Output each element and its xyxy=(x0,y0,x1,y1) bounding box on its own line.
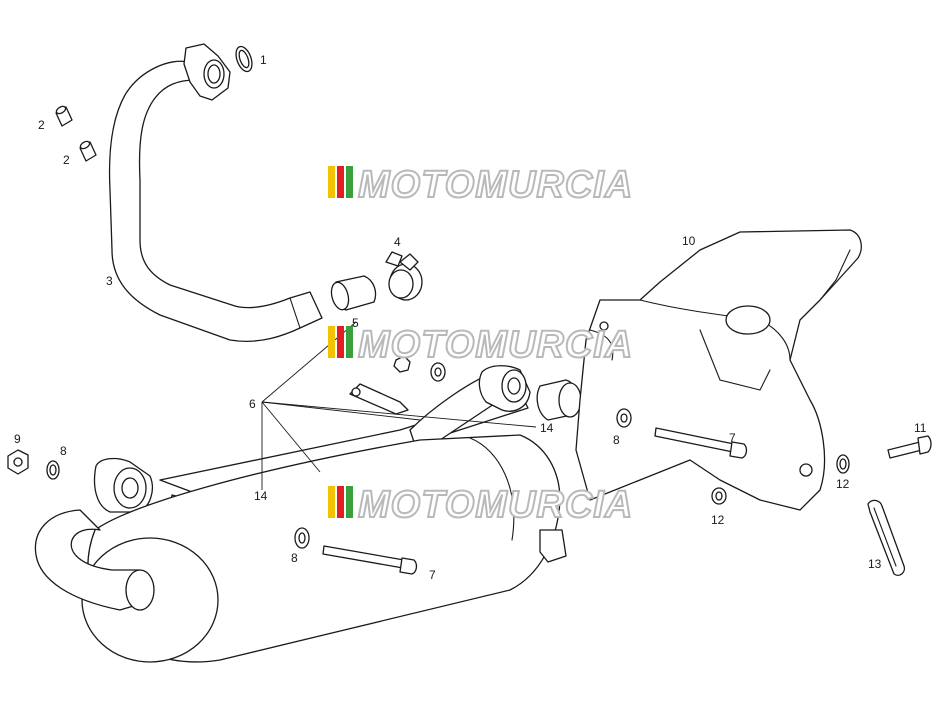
exhaust-header-pipe xyxy=(108,60,323,342)
callout-14-lower: 14 xyxy=(254,489,268,503)
exhaust-clamp xyxy=(385,251,423,301)
watermark-stripe-yellow xyxy=(328,166,335,198)
callout-12-right: 12 xyxy=(836,477,850,491)
bolt-upper xyxy=(654,427,748,459)
watermark-middle: MOTOMURCIA xyxy=(328,323,633,367)
washer-12-lower xyxy=(711,487,727,505)
washer-right xyxy=(616,408,632,428)
callout-7-upper: 7 xyxy=(729,431,736,445)
watermark-stripe-green xyxy=(346,166,353,198)
callout-8-right: 8 xyxy=(613,433,620,447)
watermark-text: MOTOMURCIA xyxy=(358,484,633,526)
washer-small-top xyxy=(430,362,446,382)
callout-14-right: 14 xyxy=(540,421,554,435)
watermark-stripe-red xyxy=(337,326,344,358)
watermark-stripe-red xyxy=(337,166,344,198)
header-flange xyxy=(183,43,231,101)
callout-4: 4 xyxy=(394,235,401,249)
leader-lines xyxy=(261,321,537,490)
sleeve-gasket xyxy=(330,275,377,311)
rubber-bushing-left xyxy=(93,457,153,513)
callout-11: 11 xyxy=(914,421,927,435)
washer-center xyxy=(294,527,310,549)
washer-left xyxy=(46,460,60,480)
callout-9: 9 xyxy=(14,432,21,446)
callout-10: 10 xyxy=(682,234,696,248)
stud-nut-lower xyxy=(79,140,97,162)
callout-2-lower: 2 xyxy=(63,153,70,167)
watermark-stripe-red xyxy=(337,486,344,518)
watermark-bottom: MOTOMURCIA xyxy=(328,483,633,527)
clamp-strap xyxy=(867,499,906,576)
rubber-bushing-right xyxy=(478,365,531,412)
callout-1: 1 xyxy=(260,53,267,67)
callout-8-left: 8 xyxy=(60,444,67,458)
bolt-lower xyxy=(322,545,418,575)
callout-5: 5 xyxy=(352,316,359,330)
spacer-bushing-upper xyxy=(536,379,582,421)
callout-7-lower: 7 xyxy=(429,568,436,582)
watermark-stripe-yellow xyxy=(328,326,335,358)
stud-nut-upper xyxy=(55,105,73,127)
watermark-stripe-green xyxy=(346,326,353,358)
callout-12-lower: 12 xyxy=(711,513,725,527)
callout-3: 3 xyxy=(106,274,113,288)
callout-13: 13 xyxy=(868,557,882,571)
watermark-stripe-green xyxy=(346,486,353,518)
watermark-text: MOTOMURCIA xyxy=(358,164,633,206)
callout-8-center: 8 xyxy=(291,551,298,565)
washer-12-right xyxy=(836,454,850,474)
heat-shield-cover xyxy=(575,229,862,511)
callout-labels: 1 2 2 3 4 5 6 7 7 8 8 8 9 10 11 12 12 13… xyxy=(14,53,927,582)
watermark-stripe-yellow xyxy=(328,486,335,518)
tail-pipe xyxy=(34,509,155,611)
screw xyxy=(887,435,932,459)
gasket-ring xyxy=(235,45,253,73)
watermark-top: MOTOMURCIA xyxy=(328,163,633,207)
callout-6: 6 xyxy=(249,397,256,411)
nut xyxy=(7,449,29,475)
watermark-text: MOTOMURCIA xyxy=(358,324,633,366)
callout-2-upper: 2 xyxy=(38,118,45,132)
nut-small-top xyxy=(393,355,411,373)
